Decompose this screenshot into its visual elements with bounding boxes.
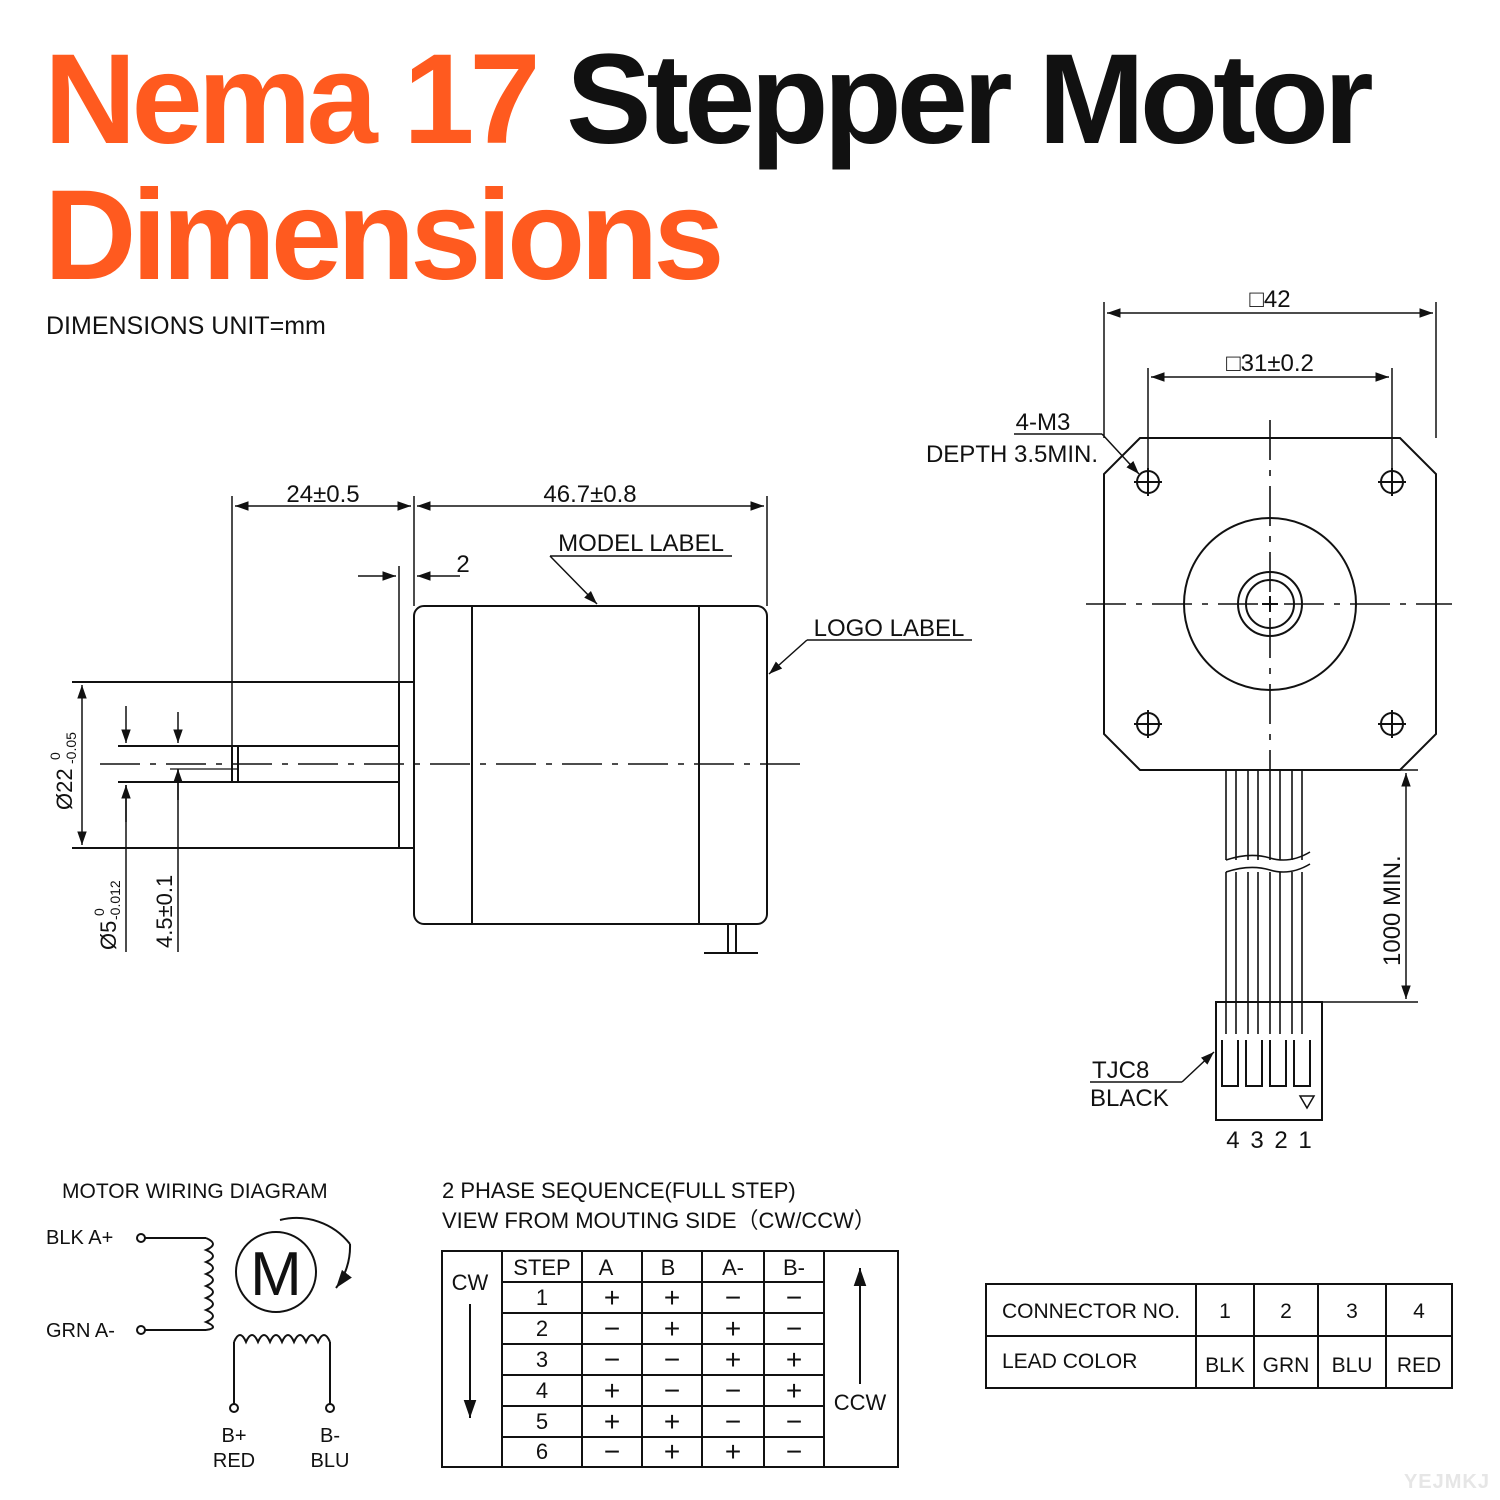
sequence-cell: 5 [536,1409,548,1434]
sequence-cell: − [786,1282,802,1313]
lead-color-cell: BLU [1332,1354,1373,1377]
motor-body [413,605,768,925]
sequence-cell: 4 [536,1378,548,1403]
wire-b-minus-color: BLU [311,1450,350,1472]
sequence-cell: 6 [536,1439,548,1464]
sequence-cw-label: CW [452,1270,489,1295]
sequence-cell: − [604,1436,620,1467]
side-view [72,496,972,954]
title-dimensions: Dimensions [44,164,724,307]
model-label-callout: MODEL LABEL [558,530,724,557]
sequence-cell: + [604,1375,620,1406]
dim-shaft-tol-lower: -0.012 [107,880,123,920]
sequence-cell: + [664,1406,680,1437]
sequence-header-b: B [661,1255,676,1280]
front-view [1014,302,1452,1121]
sequence-cell: − [725,1375,741,1406]
connector-no-cell: 3 [1346,1300,1358,1323]
page-title: Nema 17 Stepper Motor [44,36,1374,164]
dim-hole-spacing: □31±0.2 [1226,350,1314,377]
hole-spec-line2: DEPTH 3.5MIN. [926,441,1098,468]
unit-note: DIMENSIONS UNIT=mm [46,312,326,340]
sequence-header-step: STEP [513,1255,570,1280]
motor-symbol-letter: M [250,1240,302,1309]
mounting-holes [1134,468,1406,738]
lead-color-cell: GRN [1263,1354,1310,1377]
sequence-cell: + [786,1344,802,1375]
connector-pin-numbers: 4 3 2 1 [1226,1127,1313,1154]
dim-boss-dia: Ø22 [52,768,77,810]
sequence-cell: − [786,1313,802,1344]
dim-boss-tol-lower: -0.05 [63,732,79,764]
wire-b-plus-color: RED [213,1450,255,1472]
logo-label-callout: LOGO LABEL [814,615,965,642]
phase-sequence: 2 PHASE SEQUENCE(FULL STEP) VIEW FROM MO… [441,1178,899,1468]
sequence-cell: + [725,1313,741,1344]
wire-b-plus: B+ [221,1425,246,1447]
sequence-header-a: A [599,1255,614,1280]
front-view-labels: □42 □31±0.2 4-M3 DEPTH 3.5MIN. 1000 MIN.… [926,286,1406,1154]
sequence-ccw-label: CCW [834,1390,887,1415]
sequence-header-a-minus: A- [722,1255,744,1280]
sequence-cell: − [664,1344,680,1375]
sequence-cell: + [664,1282,680,1313]
dim-shaft-tol-upper: 0 [91,908,107,916]
wiring-diagram: MOTOR WIRING DIAGRAM BLK A+ GRN A- M B+ … [46,1180,352,1472]
sequence-cell: 2 [536,1316,548,1341]
lead-color-label: LEAD COLOR [1002,1350,1137,1373]
connector-no-label: CONNECTOR NO. [1002,1300,1180,1323]
sequence-cell: + [786,1375,802,1406]
dim-flat-depth: 4.5±0.1 [152,875,177,948]
connector-no-cell: 1 [1219,1300,1231,1323]
connector-housing [1215,1001,1323,1121]
sequence-title-line1: 2 PHASE SEQUENCE(FULL STEP) [442,1178,796,1203]
title-nema17: Nema 17 [44,28,541,171]
sequence-cell: − [786,1436,802,1467]
sequence-title-line2: VIEW FROM MOUTING SIDE（CW/CCW） [442,1208,876,1233]
sequence-cell: + [725,1344,741,1375]
dim-frame-size: □42 [1249,286,1290,313]
sequence-cell: − [725,1406,741,1437]
wire-a-minus: GRN A- [46,1320,115,1342]
connector-no-cell: 4 [1413,1300,1425,1323]
lead-color-cell: BLK [1205,1354,1245,1377]
sequence-cell: − [604,1313,620,1344]
wire-b-minus: B- [320,1425,340,1447]
connector-no-cell: 2 [1280,1300,1292,1323]
sequence-cell: + [604,1406,620,1437]
connector-color: BLACK [1090,1085,1169,1112]
sequence-cell: 3 [536,1347,548,1372]
dim-lead-length: 1000 MIN. [1379,855,1406,966]
title-stepper-motor: Stepper Motor [566,28,1374,171]
motor-symbol-circle [235,1231,317,1313]
hole-spec-line1: 4-M3 [1016,409,1071,436]
sequence-cell: + [664,1436,680,1467]
sequence-cell: + [664,1313,680,1344]
lead-wires [1225,770,1311,1034]
sequence-cell: + [725,1436,741,1467]
wiring-title: MOTOR WIRING DIAGRAM [62,1180,328,1203]
wire-a-plus: BLK A+ [46,1227,113,1249]
side-view-labels: 24±0.5 46.7±0.8 2 MODEL LABEL LOGO LABEL… [47,481,964,950]
dim-body-length: 46.7±0.8 [543,481,636,508]
sequence-cell: − [664,1375,680,1406]
sequence-cell: + [604,1282,620,1313]
sequence-header-b-minus: B- [783,1255,805,1280]
sequence-cell: 1 [536,1285,548,1310]
connector-type: TJC8 [1092,1057,1149,1084]
watermark: YEJMKJ [1403,1471,1490,1493]
dim-shaft-dia: Ø5 [96,921,121,950]
dim-shaft-length: 24±0.5 [286,481,359,508]
sequence-cell: − [604,1344,620,1375]
sequence-cell: − [786,1406,802,1437]
connector-table: CONNECTOR NO. LEAD COLOR 1 2 3 4 BLK GRN… [985,1283,1453,1389]
sequence-cell: − [725,1282,741,1313]
dim-boss-tol-upper: 0 [47,752,63,760]
motor-flange [398,681,415,849]
dim-flange-offset: 2 [456,551,469,578]
lead-color-cell: RED [1397,1354,1441,1377]
